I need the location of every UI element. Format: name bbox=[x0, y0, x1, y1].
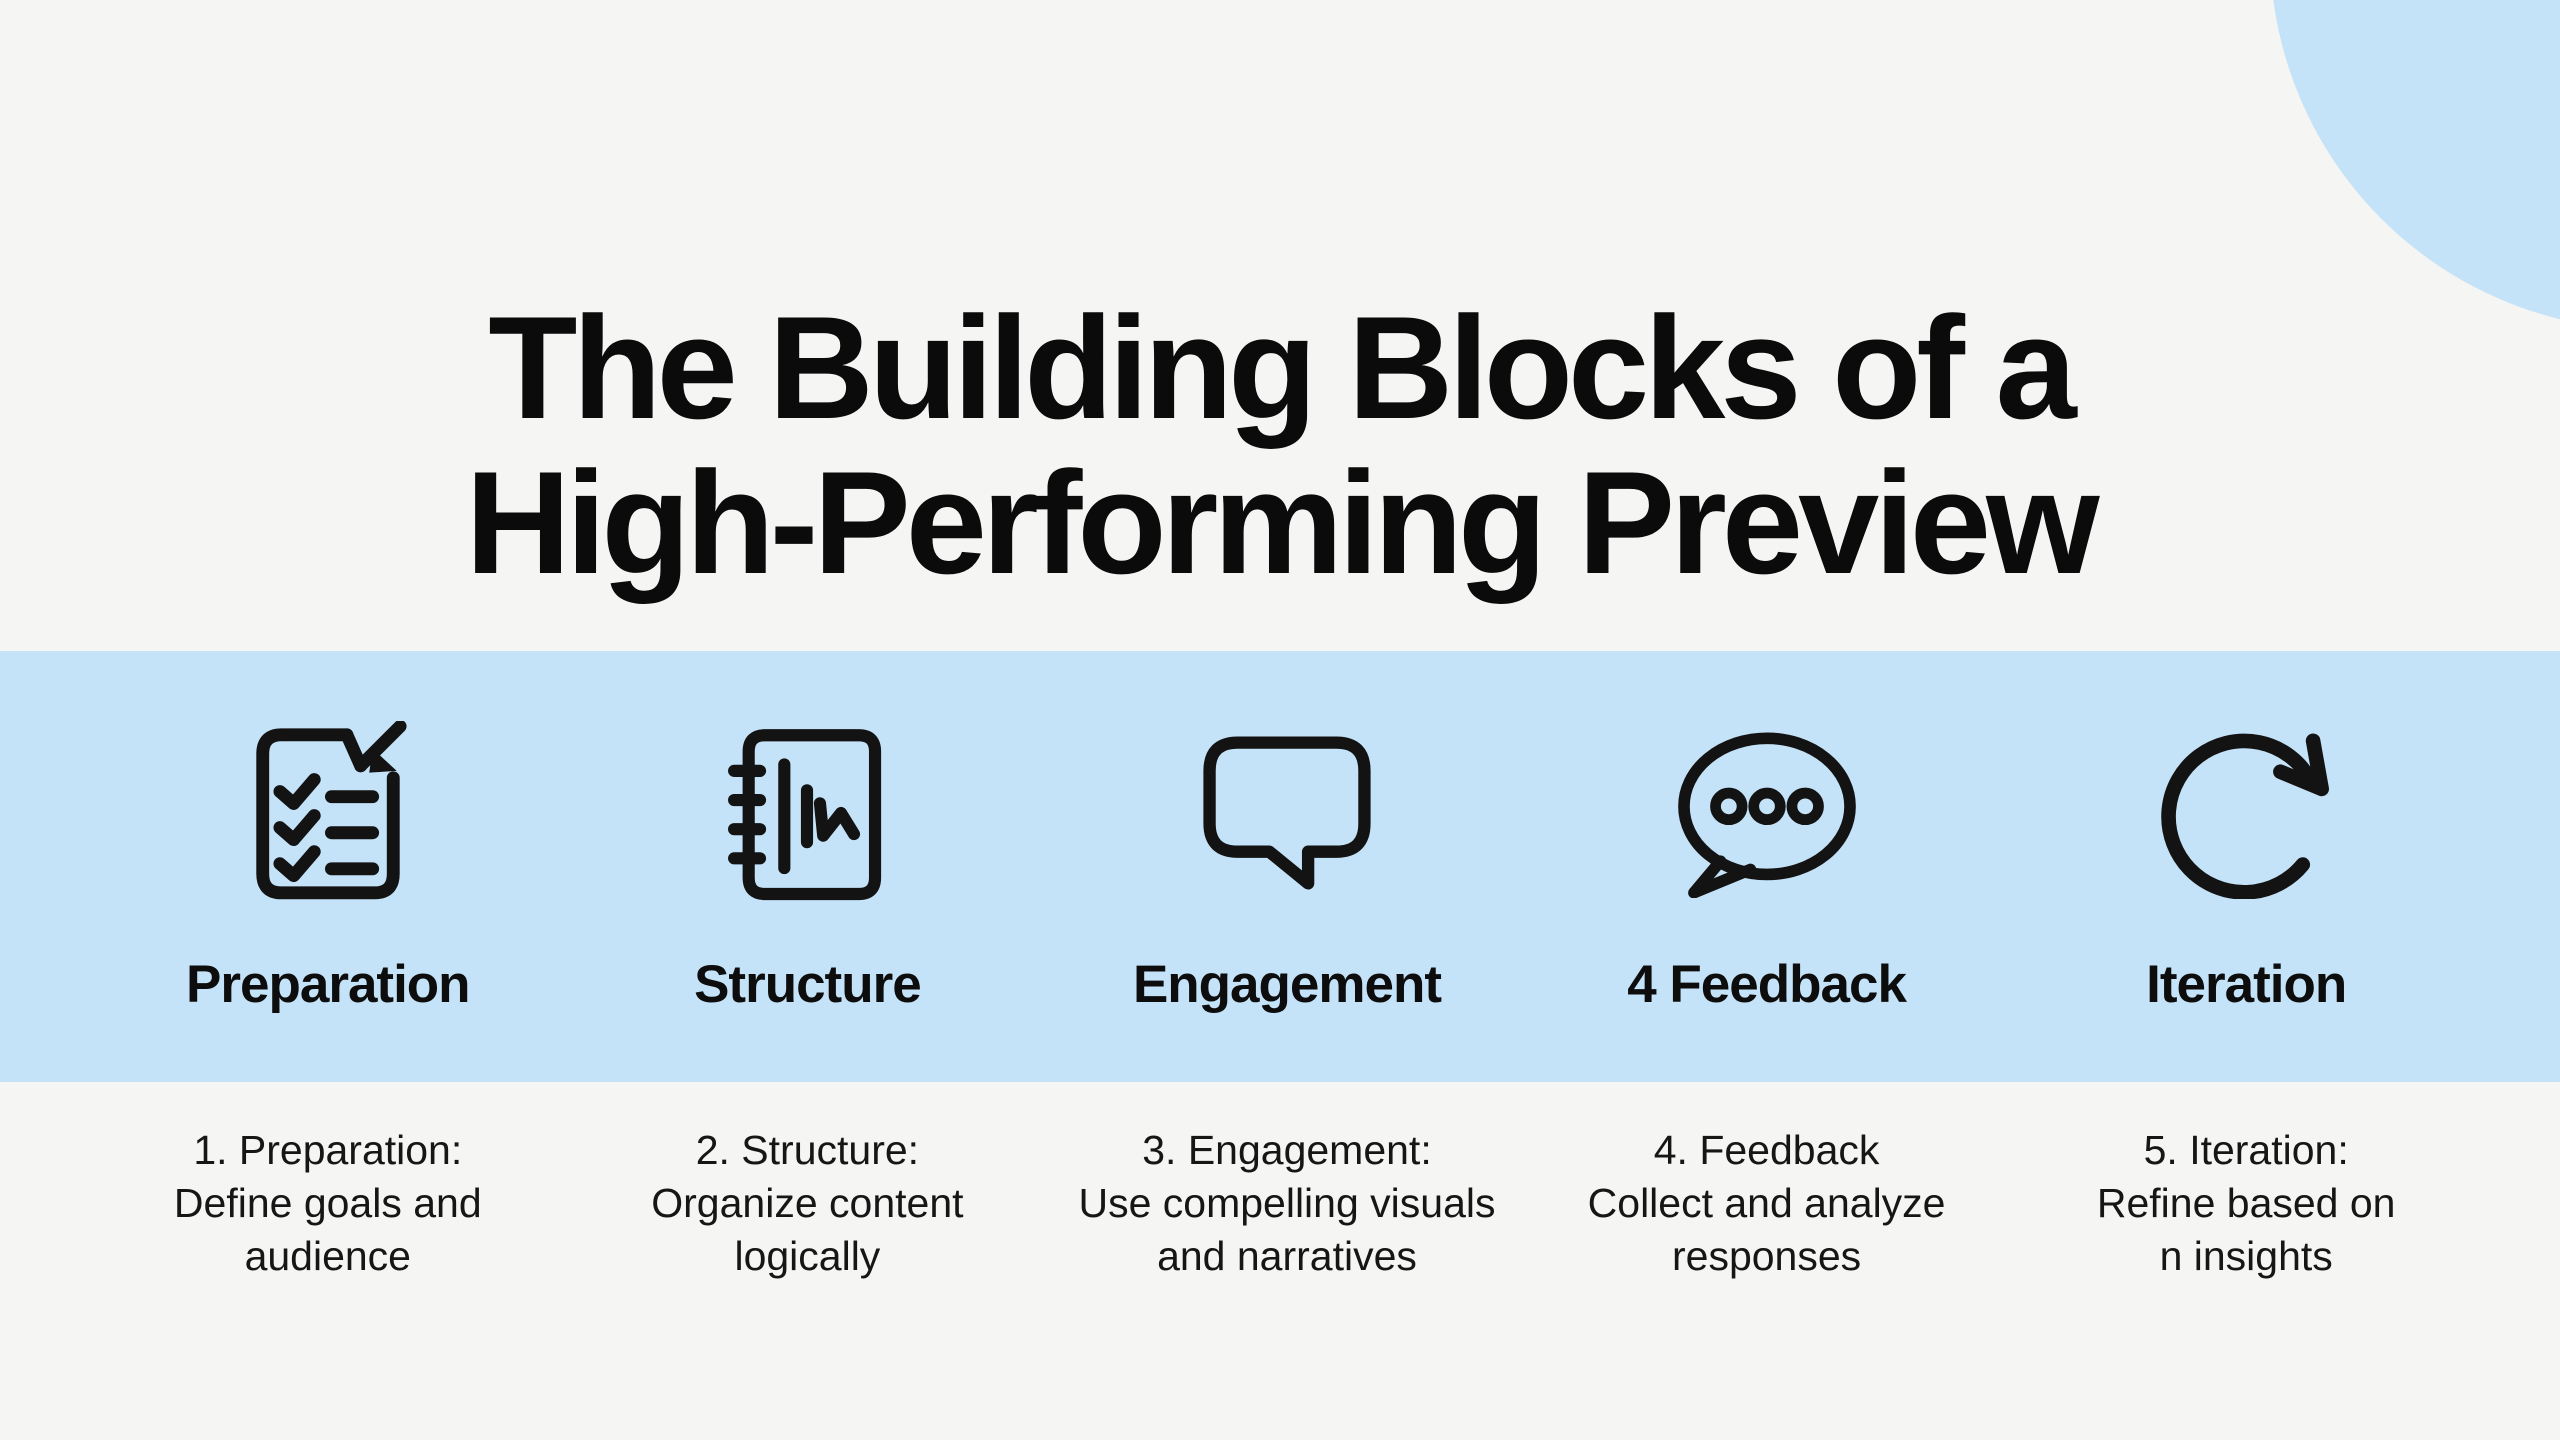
page-title: The Building Blocks of a High-Performing… bbox=[465, 285, 2099, 604]
steps-row: Preparation 1. Preparation: Define goals… bbox=[88, 651, 2486, 1283]
step-description: 1. Preparation: Define goals and audienc… bbox=[173, 1127, 482, 1279]
notebook-chart-icon bbox=[726, 718, 888, 908]
step-column-iteration: Iteration 5. Iteration: Refine based on … bbox=[2006, 651, 2486, 1283]
step-label: 4 Feedback bbox=[1627, 955, 1907, 1014]
step-column-feedback: 4 Feedback 4. Feedback Collect and analy… bbox=[1527, 651, 2007, 1283]
step-column-preparation: Preparation 1. Preparation: Define goals… bbox=[88, 651, 568, 1283]
checklist-icon bbox=[249, 718, 407, 908]
chat-dots-icon bbox=[1674, 718, 1860, 908]
step-column-engagement: Engagement 3. Engagement: Use compelling… bbox=[1047, 651, 1527, 1283]
step-description: 2. Structure: Organize content logically bbox=[651, 1127, 964, 1279]
speech-bubble-icon bbox=[1199, 718, 1375, 908]
corner-blob-decoration bbox=[2270, 0, 2560, 330]
step-label: Preparation bbox=[186, 955, 471, 1014]
step-description: 3. Engagement: Use compelling visuals an… bbox=[1078, 1127, 1496, 1279]
step-label: Structure bbox=[694, 955, 922, 1014]
circular-arrow-icon bbox=[2160, 718, 2332, 908]
step-column-structure: Structure 2. Structure: Organize content… bbox=[568, 651, 1048, 1283]
step-description: 5. Iteration: Refine based on n insights bbox=[2096, 1127, 2396, 1279]
step-description: 4. Feedback Collect and analyze response… bbox=[1587, 1127, 1946, 1279]
step-label: Engagement bbox=[1132, 955, 1442, 1014]
step-label: Iteration bbox=[2146, 955, 2347, 1014]
